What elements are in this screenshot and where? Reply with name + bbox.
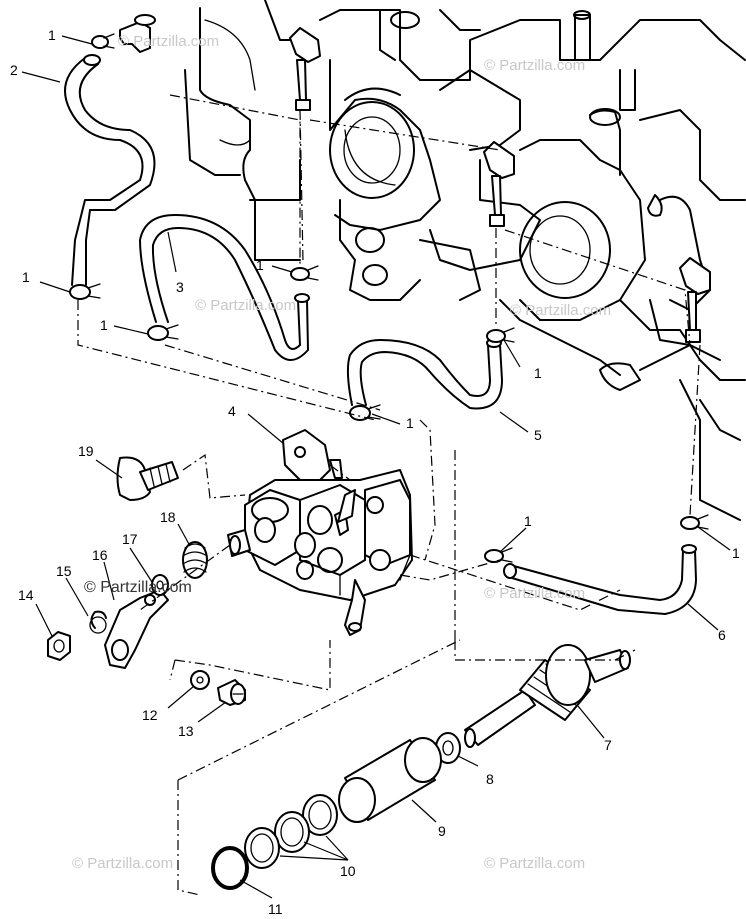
clip-15 xyxy=(89,610,107,634)
callout-6: 6 xyxy=(718,627,726,643)
callout-17: 17 xyxy=(122,531,138,547)
callout-1-top: 1 xyxy=(48,27,56,43)
watermark: © Partzilla.com xyxy=(510,302,611,319)
callout-1-left: 1 xyxy=(22,269,30,285)
hose-6 xyxy=(503,544,697,615)
block-fitting-center xyxy=(483,141,515,227)
callout-14: 14 xyxy=(18,587,34,603)
callout-9: 9 xyxy=(438,823,446,839)
clamp-g xyxy=(484,547,513,563)
shims-10 xyxy=(244,794,338,869)
callout-1-left-lower: 1 xyxy=(100,317,108,333)
callout-12: 12 xyxy=(142,707,158,723)
callout-13: 13 xyxy=(178,723,194,739)
clamp-f xyxy=(349,404,381,421)
block-fitting-right xyxy=(679,257,711,343)
callout-labels: 1 2 1 3 1 1 1 1 4 5 19 18 17 16 15 14 1 … xyxy=(10,27,740,917)
clamp-d xyxy=(147,324,179,341)
callout-1-hose6: 1 xyxy=(524,513,532,529)
sleeve-9 xyxy=(338,737,442,823)
callout-5: 5 xyxy=(534,427,542,443)
clamp-c xyxy=(290,265,319,281)
block-fitting-left xyxy=(289,27,321,111)
hose-3 xyxy=(139,214,310,361)
callout-7: 7 xyxy=(604,737,612,753)
callout-1-mid: 1 xyxy=(256,257,264,273)
engine-block xyxy=(184,0,746,521)
oil-pump xyxy=(227,429,413,636)
clamps xyxy=(69,33,709,563)
watermark: © Partzilla.com xyxy=(484,585,585,602)
callout-10: 10 xyxy=(340,863,356,879)
watermark: © Partzilla.com xyxy=(195,297,296,314)
clamp-e xyxy=(486,327,515,343)
hose-2 xyxy=(64,54,156,286)
clamp-b xyxy=(69,283,101,300)
callout-4: 4 xyxy=(228,403,236,419)
bolt-19 xyxy=(116,456,179,501)
watermark: © Partzilla.com xyxy=(84,579,192,596)
callout-1-right: 1 xyxy=(732,545,740,561)
elbow-fitting-top xyxy=(119,14,156,53)
clamp-a xyxy=(91,33,115,49)
watermark: © Partzilla.com xyxy=(484,57,585,74)
callout-18: 18 xyxy=(160,509,176,525)
callout-2: 2 xyxy=(10,62,18,78)
lever-16 xyxy=(104,589,169,669)
callout-3: 3 xyxy=(176,279,184,295)
watermarks: © Partzilla.com © Partzilla.com © Partzi… xyxy=(72,33,611,872)
o-ring-11 xyxy=(211,846,249,890)
watermark: © Partzilla.com xyxy=(72,855,173,872)
watermark: © Partzilla.com xyxy=(484,855,585,872)
callout-19: 19 xyxy=(78,443,94,459)
callout-16: 16 xyxy=(92,547,108,563)
callout-11: 11 xyxy=(268,901,283,917)
callout-1-pump: 1 xyxy=(406,415,414,431)
hose-5 xyxy=(346,338,503,410)
callout-1-center: 1 xyxy=(534,365,542,381)
assembly-lines xyxy=(77,94,701,896)
callout-8: 8 xyxy=(486,771,494,787)
spring-18 xyxy=(182,541,208,579)
clamp-h xyxy=(680,514,709,530)
washer-12 xyxy=(190,670,210,690)
nut-14 xyxy=(47,631,71,661)
callout-15: 15 xyxy=(56,563,72,579)
watermark: © Partzilla.com xyxy=(118,33,219,50)
screw-13 xyxy=(217,679,246,706)
leader-lines xyxy=(21,35,731,899)
